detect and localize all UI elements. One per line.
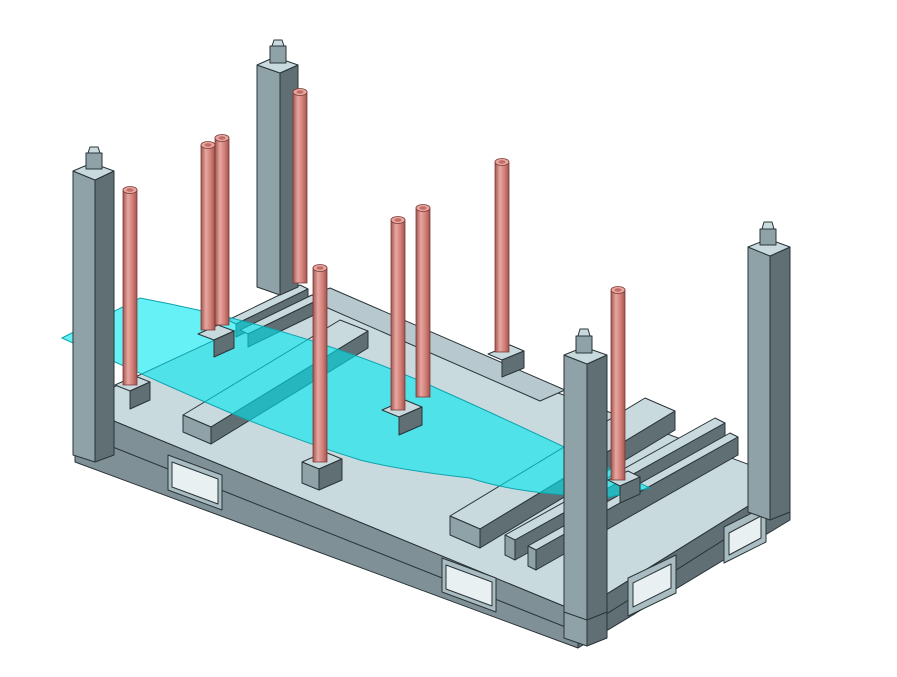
support-rod-hole-8 — [498, 160, 506, 164]
corner-post-right — [747, 221, 791, 521]
support-rod-5 — [312, 267, 328, 463]
support-rod-2 — [200, 144, 216, 331]
support-rod-7 — [415, 207, 431, 398]
support-rod-hole-1 — [126, 188, 134, 192]
support-rod-1 — [122, 189, 138, 386]
support-rod-4 — [292, 91, 308, 284]
support-rod-6 — [390, 219, 406, 411]
support-rod-hole-7 — [419, 206, 427, 210]
corner-post-back — [256, 39, 299, 296]
support-rod-9 — [610, 289, 626, 481]
corner-post-front — [563, 328, 608, 647]
section-plane — [60, 297, 652, 498]
support-rod-hole-9 — [614, 288, 622, 292]
support-rod-hole-6 — [394, 218, 402, 222]
support-rod-8 — [494, 161, 510, 353]
support-rod-hole-4 — [296, 90, 304, 94]
corner-post-left — [72, 146, 115, 463]
support-rod-hole-5 — [316, 266, 324, 270]
support-rod-hole-2 — [204, 143, 212, 147]
support-rod-hole-3 — [218, 136, 226, 140]
support-rod-3 — [214, 137, 230, 326]
support-rods — [122, 88, 626, 481]
